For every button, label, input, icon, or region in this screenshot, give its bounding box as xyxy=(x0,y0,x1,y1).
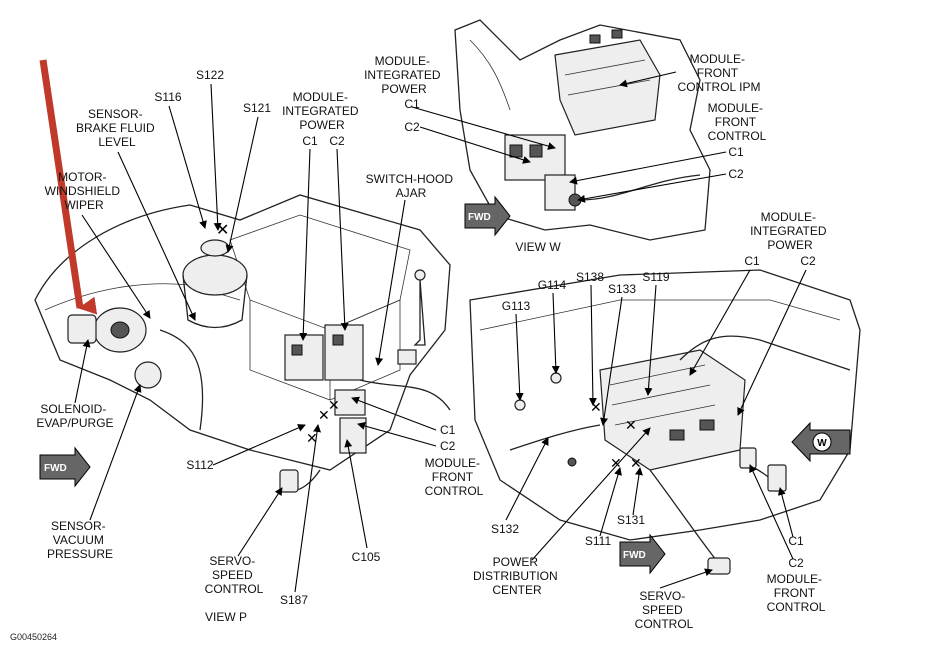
label-s116: S116 xyxy=(154,90,181,104)
label-s121: S121 xyxy=(243,101,271,115)
label-c2-p: C2 xyxy=(329,134,345,148)
label-c2-mfc-r: C2 xyxy=(788,556,804,570)
label-s131: S131 xyxy=(617,513,645,527)
w-marker-label: W xyxy=(817,438,827,449)
label-s112: S112 xyxy=(186,458,213,472)
svg-text:✕: ✕ xyxy=(630,455,642,471)
labels-view-p: S122 S116 S121 SENSOR- BRAKE FLUID LEVEL… xyxy=(10,68,484,642)
label-g113: G113 xyxy=(502,299,531,313)
image-code: G00450264 xyxy=(10,632,57,642)
label-s138: S138 xyxy=(576,270,604,284)
label-s111: S111 xyxy=(585,534,612,548)
label-module-front-r: MODULE- FRONT CONTROL xyxy=(767,572,826,614)
svg-text:✕: ✕ xyxy=(328,397,340,413)
view-p-illustration: ✕ ✕ ✕ ✕ xyxy=(34,194,451,493)
svg-text:✕: ✕ xyxy=(610,455,622,471)
label-c1-mfc-p: C1 xyxy=(440,423,456,437)
fwd-label-pdc: FWD xyxy=(623,550,646,561)
label-c1-p: C1 xyxy=(302,134,318,148)
label-s122: S122 xyxy=(196,68,224,82)
label-module-front-p: MODULE- FRONT CONTROL xyxy=(425,456,484,498)
label-c1-mfc-r: C1 xyxy=(788,534,804,548)
svg-text:✕: ✕ xyxy=(306,430,318,446)
label-sensor-brake-fluid: SENSOR- BRAKE FLUID LEVEL xyxy=(76,107,158,149)
label-motor-wiper: MOTOR- WINDSHIELD WIPER xyxy=(45,170,124,212)
label-view-w: VIEW W xyxy=(515,240,561,254)
labels-pdc: G113 G114 S138 S133 S119 MODULE- INTEGRA… xyxy=(473,210,830,631)
fwd-arrow-view-w: FWD xyxy=(464,195,511,237)
label-c1-r: C1 xyxy=(744,254,760,268)
label-s132: S132 xyxy=(491,522,519,536)
label-view-p: VIEW P xyxy=(205,610,247,624)
label-c1-mfc-w: C1 xyxy=(728,145,744,159)
label-c105: C105 xyxy=(352,550,381,564)
label-c2-mfc-p: C2 xyxy=(440,439,456,453)
label-c1-w: C1 xyxy=(404,97,420,111)
fwd-arrow-pdc: FWD xyxy=(619,533,666,575)
label-s187: S187 xyxy=(280,593,308,607)
labels-view-w: MODULE- INTEGRATED POWER C1 C2 MODULE- F… xyxy=(364,52,767,254)
svg-text:✕: ✕ xyxy=(625,417,637,433)
label-module-front-ipm: MODULE- FRONT CONTROL IPM xyxy=(678,52,761,94)
label-switch-hood: SWITCH-HOOD AJAR xyxy=(366,172,457,200)
label-c2-w: C2 xyxy=(404,120,420,134)
label-s119: S119 xyxy=(642,270,669,284)
label-module-front-w: MODULE- FRONT CONTROL xyxy=(708,101,767,143)
label-module-ipm-r: MODULE- INTEGRATED POWER xyxy=(750,210,830,252)
label-c2-mfc-w: C2 xyxy=(728,167,744,181)
leaders-pdc xyxy=(505,269,807,589)
w-view-marker: W xyxy=(791,421,851,463)
highlight-arrow xyxy=(39,59,98,315)
fwd-arrow-view-p: FWD xyxy=(39,446,91,488)
leaders-view-w xyxy=(411,71,727,203)
fwd-label: FWD xyxy=(44,463,67,474)
pdc-illustration: ✕ ✕ ✕ ✕ xyxy=(469,269,861,575)
svg-text:✕: ✕ xyxy=(318,407,330,423)
label-c2-r: C2 xyxy=(800,254,816,268)
leaders-view-p xyxy=(74,83,437,593)
label-g114: G114 xyxy=(538,278,567,292)
label-module-ipm-w: MODULE- INTEGRATED POWER xyxy=(364,54,444,96)
view-w-illustration xyxy=(454,19,711,241)
label-module-ipm-p: MODULE- INTEGRATED POWER xyxy=(282,90,362,132)
label-s133: S133 xyxy=(608,282,636,296)
label-solenoid-evap: SOLENOID- EVAP/PURGE xyxy=(36,402,113,430)
label-power-dist: POWER DISTRIBUTION CENTER xyxy=(473,555,561,597)
label-sensor-vacuum: SENSOR- VACUUM PRESSURE xyxy=(47,519,113,561)
label-servo-p: SERVO- SPEED CONTROL xyxy=(205,554,264,596)
fwd-label-w: FWD xyxy=(468,212,491,223)
svg-text:✕: ✕ xyxy=(590,399,602,415)
label-servo-r: SERVO- SPEED CONTROL xyxy=(635,589,694,631)
